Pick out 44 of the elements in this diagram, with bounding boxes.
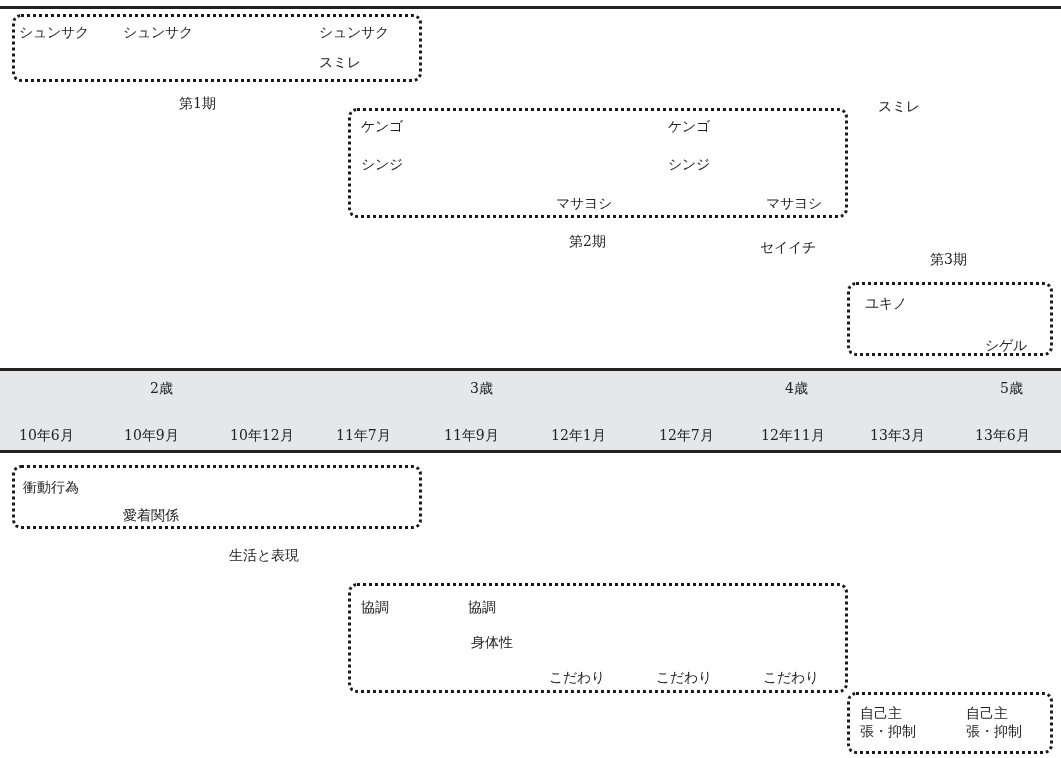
date-label: 12年7月 bbox=[659, 427, 714, 445]
date-label: 11年7月 bbox=[336, 427, 391, 445]
dashed-group-frame bbox=[348, 583, 848, 693]
node-text: こだわり bbox=[549, 669, 605, 687]
node-text: ケンゴ bbox=[668, 118, 710, 136]
age-label: 5歳 bbox=[1000, 380, 1023, 398]
node-text: 協調 bbox=[361, 599, 389, 617]
date-label: 12年1月 bbox=[551, 427, 606, 445]
name-label: セイイチ bbox=[760, 239, 816, 257]
age-label: 4歳 bbox=[785, 380, 808, 398]
node-text: ユキノ bbox=[865, 295, 907, 313]
name-label: スミレ bbox=[878, 98, 920, 116]
node-text: シンジ bbox=[668, 156, 710, 174]
node-text: シュンサク bbox=[319, 24, 389, 42]
node-text: 第2期 bbox=[569, 233, 606, 251]
node-text: 衝動行為 bbox=[23, 479, 79, 497]
date-label: 10年9月 bbox=[124, 427, 179, 445]
dashed-group-frame bbox=[847, 692, 1053, 754]
node-text: 愛着関係 bbox=[123, 507, 179, 525]
date-label: 12年11月 bbox=[761, 427, 825, 445]
node-text: シンジ bbox=[361, 156, 403, 174]
node-text: 第3期 bbox=[930, 251, 967, 269]
node-text: スミレ bbox=[319, 54, 361, 72]
age-label: 3歳 bbox=[470, 380, 493, 398]
node-text: 協調 bbox=[468, 599, 496, 617]
date-label: 10年12月 bbox=[230, 427, 294, 445]
node-text: 自己主張・抑制 bbox=[860, 705, 917, 740]
node-text: 生活と表現 bbox=[229, 547, 299, 565]
node-text: 身体性 bbox=[471, 634, 513, 652]
node-text: マサヨシ bbox=[556, 195, 612, 213]
node-text: シュンサク bbox=[19, 24, 89, 42]
node-text: こだわり bbox=[763, 669, 819, 687]
date-label: 11年9月 bbox=[444, 427, 499, 445]
node-text: マサヨシ bbox=[766, 195, 822, 213]
node-text: シュンサク bbox=[123, 24, 193, 42]
date-label: 10年6月 bbox=[19, 427, 74, 445]
node-text: こだわり bbox=[656, 669, 712, 687]
date-label: 13年6月 bbox=[975, 427, 1030, 445]
node-text: 第1期 bbox=[179, 95, 216, 113]
node-text: ケンゴ bbox=[361, 118, 403, 136]
node-text: 自己主張・抑制 bbox=[966, 705, 1023, 740]
age-label: 2歳 bbox=[150, 380, 173, 398]
date-label: 13年3月 bbox=[870, 427, 925, 445]
node-text: シゲル bbox=[985, 337, 1027, 355]
